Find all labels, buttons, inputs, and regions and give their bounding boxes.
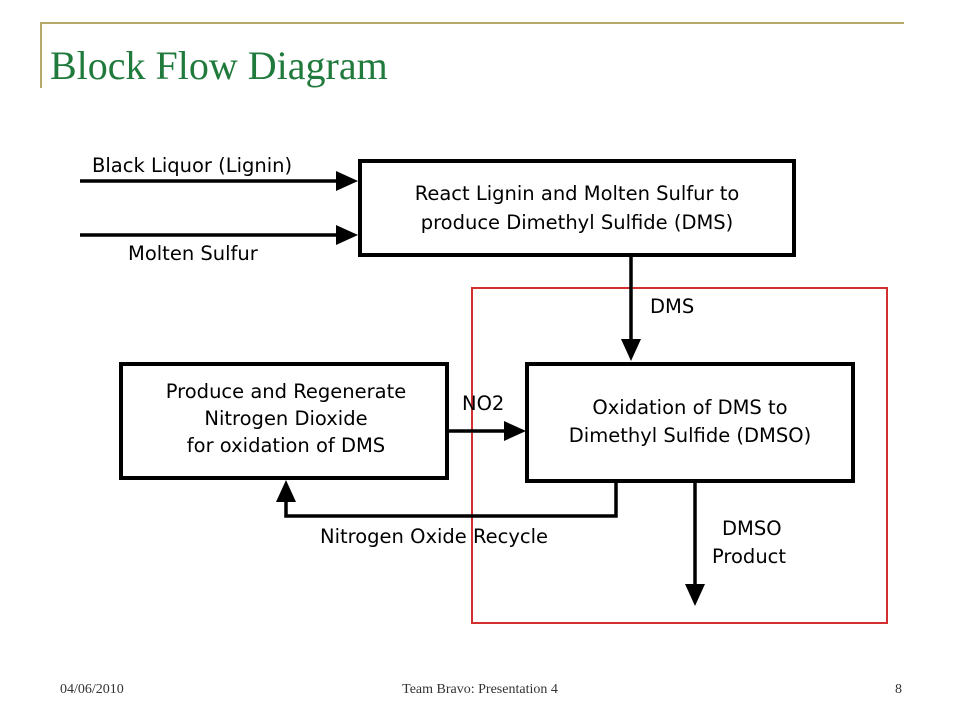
oxidation-box-line-2: Dimethyl Sulfide (DMSO): [569, 424, 811, 447]
footer-date: 04/06/2010: [60, 682, 124, 697]
react-box-line-2: produce Dimethyl Sulfide (DMS): [421, 211, 734, 234]
oxidation-box: [525, 362, 855, 483]
recycle-label: Nitrogen Oxide Recycle: [320, 525, 548, 548]
oxidation-box-line-1: Oxidation of DMS to: [592, 396, 787, 419]
recycle-arrowhead: [276, 480, 296, 502]
slide-frame-top-rule: [40, 22, 904, 24]
molten-sulfur-arrowhead: [336, 225, 358, 245]
dms-label: DMS: [650, 295, 694, 318]
react-box-line-1: React Lignin and Molten Sulfur to: [415, 182, 740, 205]
page-number: 8: [895, 682, 902, 697]
regenerate-box-line-1: Produce and Regenerate: [166, 380, 406, 403]
footer-presentation-title: Team Bravo: Presentation 4: [402, 682, 558, 697]
dms-arrowhead: [621, 339, 641, 361]
product-arrowhead: [685, 584, 705, 606]
highlight-box: [471, 287, 888, 624]
regenerate-box-line-3: for oxidation of DMS: [187, 434, 385, 457]
no2-label: NO2: [462, 392, 504, 415]
slide-title: Block Flow Diagram: [50, 43, 388, 88]
black-liquor-label: Black Liquor (Lignin): [92, 154, 292, 177]
react-box: [358, 159, 796, 257]
recycle-stream-line: [284, 483, 618, 518]
black-liquor-arrowhead: [336, 171, 358, 191]
slide-frame-left-rule: [40, 22, 42, 88]
product-label-line-1: DMSO: [722, 517, 782, 540]
molten-sulfur-label: Molten Sulfur: [128, 242, 259, 265]
product-label-line-2: Product: [712, 545, 786, 568]
regenerate-box: [119, 362, 449, 480]
regenerate-box-line-2: Nitrogen Dioxide: [204, 407, 367, 430]
no2-arrowhead: [504, 421, 526, 441]
